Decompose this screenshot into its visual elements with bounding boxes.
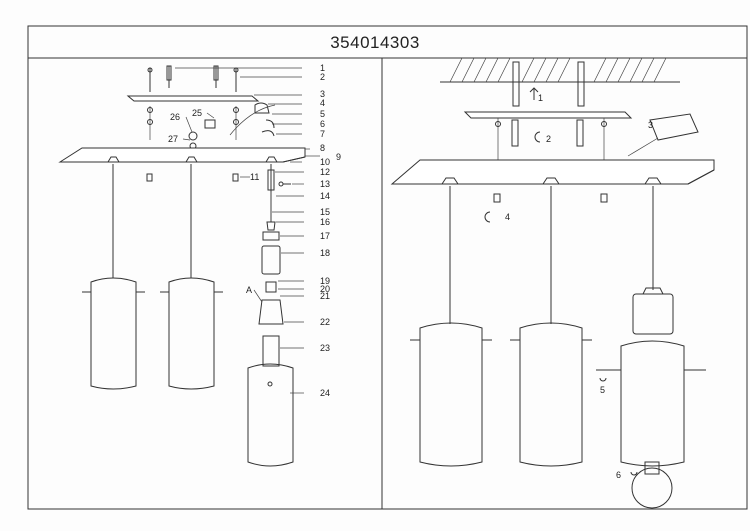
- callout-7: 7: [320, 129, 325, 139]
- callout-2: 2: [320, 72, 325, 82]
- bracket-installed: [463, 111, 633, 119]
- glass-shade-3: [247, 363, 294, 467]
- ceiling-hatch: [440, 57, 680, 83]
- model-number: 354014303: [330, 33, 420, 52]
- mounting-bracket: [126, 95, 260, 102]
- callout-5: 5: [320, 109, 325, 119]
- terminal-connector: [649, 113, 699, 141]
- left-exploded-view: 1 2 3 4 5 6 7 8 9 10 11 12 13 14 15 16 1…: [58, 63, 341, 467]
- right-callout-5: 5: [600, 385, 605, 395]
- wall-plug-right: [577, 61, 585, 107]
- screw-5-icon: [599, 377, 607, 382]
- callout-27: 27: [168, 134, 178, 144]
- callout-12: 12: [320, 167, 330, 177]
- glass-shade-2: [160, 277, 223, 390]
- callout-14: 14: [320, 191, 330, 201]
- rotate-4-icon: [484, 211, 491, 223]
- callout-13: 13: [320, 179, 330, 189]
- callout-17: 17: [320, 231, 330, 241]
- callout-4: 4: [320, 98, 325, 108]
- callout-26: 26: [170, 112, 180, 122]
- right-installed-view: 1 2 3 4 5 6: [390, 57, 715, 509]
- canopy-installed: [390, 159, 715, 185]
- wall-plug-left: [512, 61, 520, 107]
- page-frame: [27, 25, 748, 510]
- terminal-block: [204, 119, 216, 129]
- arrow-1: [529, 87, 539, 100]
- callout-23: 23: [320, 343, 330, 353]
- right-callout-4: 4: [505, 212, 510, 222]
- callout-19: 19: [320, 276, 330, 286]
- socket-ring: [261, 245, 281, 275]
- installed-shade-2: [510, 322, 592, 467]
- ceiling-screws: [147, 65, 239, 92]
- callout-11: 11: [250, 172, 259, 182]
- cable-clamp: [254, 102, 270, 114]
- installed-shade-1: [410, 322, 492, 467]
- callout-20: 20: [320, 284, 330, 294]
- callout-15: 15: [320, 207, 330, 217]
- canopy-plate: [58, 147, 306, 163]
- callout-1: 1: [320, 63, 325, 73]
- callout-8: 8: [320, 143, 325, 153]
- light-bulb: [631, 461, 673, 509]
- right-callout-6: 6: [616, 470, 621, 480]
- right-callout-2: 2: [546, 134, 551, 144]
- right-callout-1: 1: [538, 93, 543, 103]
- glass-shade-1: [82, 277, 145, 390]
- callout-16: 16: [320, 217, 330, 227]
- callout-10: 10: [320, 157, 330, 167]
- socket-sleeve: [262, 335, 280, 367]
- callout-22: 22: [320, 317, 330, 327]
- callout-6: 6: [320, 119, 325, 129]
- callout-25: 25: [192, 108, 202, 118]
- lamp-socket: [258, 299, 284, 325]
- callout-9: 9: [336, 152, 341, 162]
- socket-outline: [632, 293, 674, 335]
- callout-21: 21: [320, 291, 330, 301]
- callout-3: 3: [320, 89, 325, 99]
- installed-shade-3: [596, 287, 706, 509]
- rotate-2-icon: [534, 131, 541, 143]
- callout-18: 18: [320, 248, 330, 258]
- callout-24: 24: [320, 388, 330, 398]
- label-a: A: [246, 285, 252, 295]
- right-callout-3: 3: [648, 120, 653, 130]
- callout-leaders: [175, 67, 320, 394]
- socket-stack: [247, 169, 294, 467]
